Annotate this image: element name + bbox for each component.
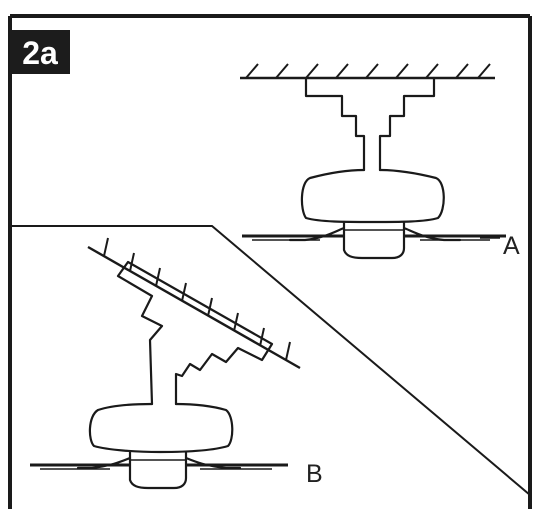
label-a: A <box>503 232 520 260</box>
step-badge: 2a <box>10 30 70 74</box>
flat-ceiling-fan: A <box>240 64 520 260</box>
fan-a-blades <box>242 230 506 240</box>
figure-frame <box>10 16 530 509</box>
step-number: 2a <box>22 35 58 71</box>
sloped-ceiling-fan: B <box>30 238 323 488</box>
panel-divider <box>10 226 530 495</box>
sloped-ceiling-hatch <box>104 238 290 360</box>
fan-a-canopy-downrod <box>306 78 434 170</box>
fan-b-blades <box>30 460 288 469</box>
fan-b-motor-housing <box>90 404 232 452</box>
fan-b-sloped-canopy <box>118 262 272 404</box>
label-b: B <box>306 460 323 488</box>
fan-a-switch-housing <box>344 222 404 258</box>
flat-ceiling-hatch <box>246 64 490 78</box>
fan-a-motor-housing <box>302 170 444 222</box>
fan-a-blade-iron-right <box>404 228 460 240</box>
fan-b-switch-housing <box>130 452 186 488</box>
fan-a-blade-iron-left <box>290 228 344 240</box>
